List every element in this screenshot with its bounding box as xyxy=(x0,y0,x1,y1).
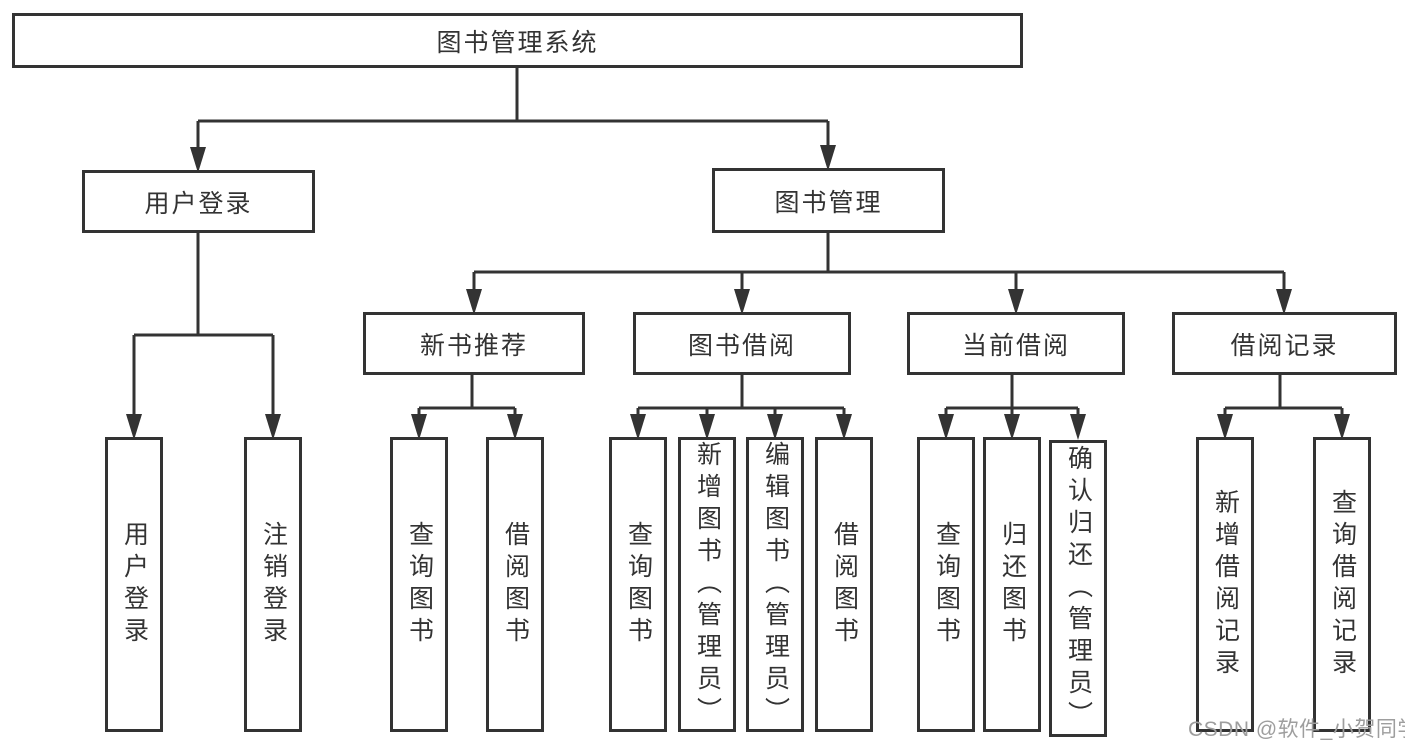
node-leaf-return-books: 归还图书 xyxy=(983,437,1041,732)
node-leaf-query-books-current: 查询图书 xyxy=(917,437,975,732)
node-leaf-query-borrow-record: 查询借阅记录 xyxy=(1313,437,1371,732)
node-leaf-user-login: 用户登录 xyxy=(105,437,163,732)
node-branch-user-login: 用户登录 xyxy=(82,170,315,233)
node-leaf-add-book-admin: 新增图书（管理员） xyxy=(678,437,736,732)
node-system-root: 图书管理系统 xyxy=(12,13,1023,68)
node-leaf-edit-book-admin: 编辑图书（管理员） xyxy=(746,437,804,732)
arrowheads xyxy=(126,145,1350,440)
connector-paths xyxy=(132,68,1344,418)
node-module-new-book-recommend: 新书推荐 xyxy=(363,312,585,375)
node-leaf-add-borrow-record: 新增借阅记录 xyxy=(1196,437,1254,732)
node-module-current-borrowing: 当前借阅 xyxy=(907,312,1125,375)
node-module-book-borrowing: 图书借阅 xyxy=(633,312,851,375)
node-leaf-logout: 注销登录 xyxy=(244,437,302,732)
node-leaf-confirm-return-admin: 确认归还（管理员） xyxy=(1049,440,1107,737)
node-leaf-query-books-borrowing: 查询图书 xyxy=(609,437,667,732)
node-leaf-borrow-books-recommend: 借阅图书 xyxy=(486,437,544,732)
node-module-borrowing-records: 借阅记录 xyxy=(1172,312,1397,375)
node-leaf-borrow-books-borrowing: 借阅图书 xyxy=(815,437,873,732)
node-branch-book-management: 图书管理 xyxy=(712,168,945,233)
node-leaf-query-books-recommend: 查询图书 xyxy=(390,437,448,732)
csdn-watermark: CSDN @软件_小贺同学 xyxy=(1188,718,1405,741)
